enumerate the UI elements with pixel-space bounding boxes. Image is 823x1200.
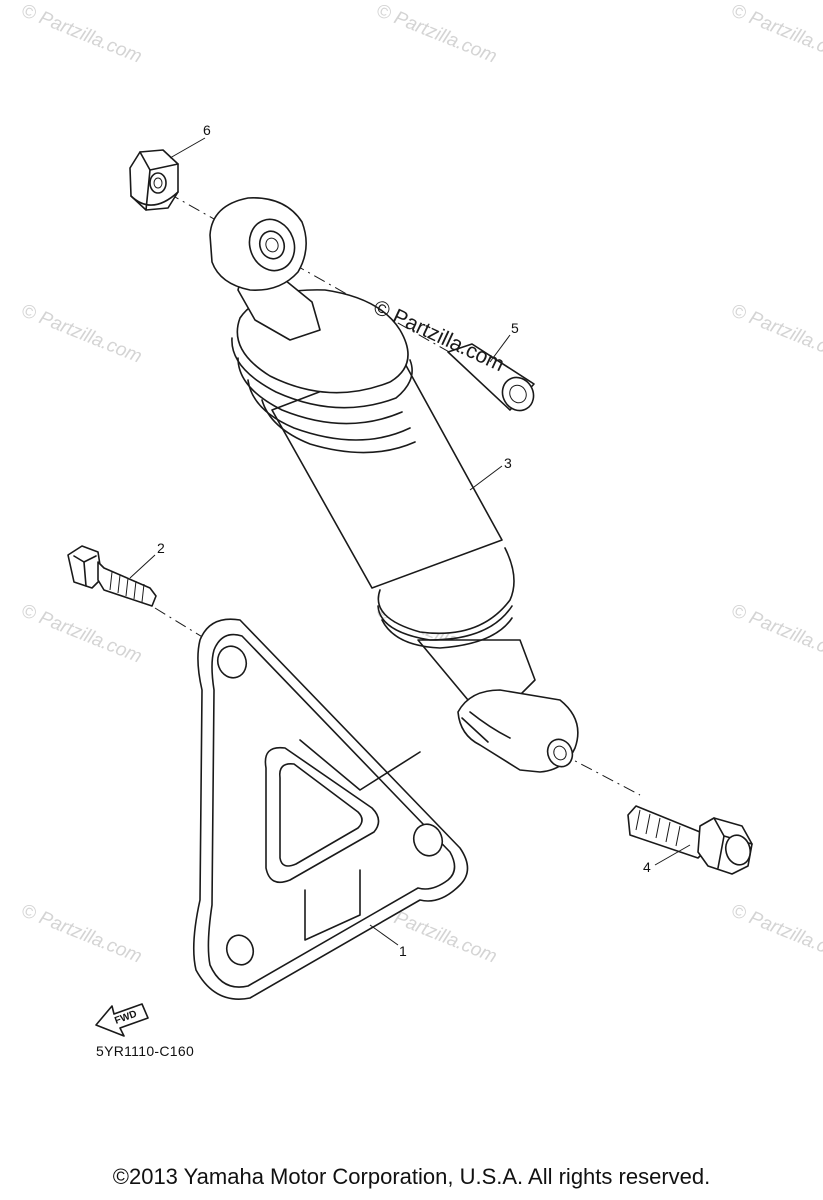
diagram-code: 5YR1110-C160	[96, 1043, 195, 1059]
part-1-bracket[interactable]	[192, 618, 469, 1000]
leader-1	[369, 924, 399, 946]
watermark: © Partzilla.com	[18, 900, 145, 967]
leader-3	[469, 465, 503, 491]
watermark: © Partzilla.com	[18, 600, 145, 667]
watermark: © Partzilla.com	[18, 300, 145, 367]
watermark: © Partzilla.com	[18, 0, 145, 67]
part-5-collar[interactable]	[447, 343, 539, 416]
watermark: © Partzilla.com	[728, 900, 823, 967]
part-3-rear-shock-absorber[interactable]	[209, 197, 579, 773]
leader-6	[169, 137, 206, 159]
part-4-bolt[interactable]	[627, 805, 753, 875]
watermark: © Partzilla.com	[728, 600, 823, 667]
watermark: © Partzilla.com	[373, 0, 500, 67]
callout-1[interactable]: 1	[399, 943, 407, 959]
callout-5[interactable]: 5	[511, 320, 519, 336]
leader-4	[654, 844, 691, 866]
part-6-flange-nut[interactable]	[129, 149, 179, 211]
callout-leaders	[129, 137, 691, 946]
leader-5	[489, 334, 511, 363]
leader-2	[129, 554, 156, 579]
watermark: © Partzilla.com	[728, 0, 823, 67]
watermark: © Partzilla.com	[728, 300, 823, 367]
part-2-bolt[interactable]	[67, 545, 157, 607]
callout-3[interactable]: 3	[504, 455, 512, 471]
copyright-notice: ©2013 Yamaha Motor Corporation, U.S.A. A…	[112, 1164, 711, 1189]
fwd-arrow: FWD	[95, 1003, 149, 1037]
callout-2[interactable]: 2	[157, 540, 165, 556]
callout-4[interactable]: 4	[643, 859, 651, 875]
callout-6[interactable]: 6	[203, 122, 211, 138]
axis-lower-centerline	[559, 752, 641, 796]
